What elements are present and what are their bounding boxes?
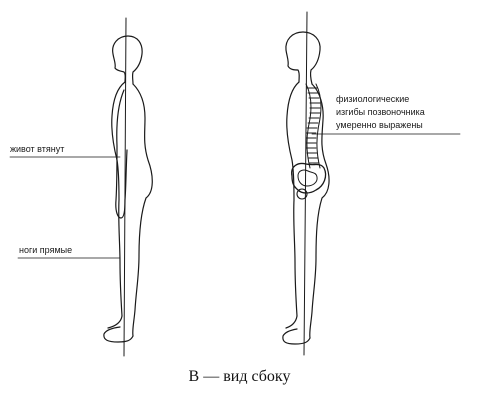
right-feet [282, 315, 311, 345]
label-spine-line-1: физиологические [336, 94, 410, 104]
pelvis-inner [297, 169, 318, 187]
figure-caption: В — вид сбоку [188, 368, 291, 385]
left-arm [115, 89, 128, 219]
spine-vertebrae [305, 87, 321, 164]
right-back-outline [309, 83, 330, 339]
label-legs-straight: ноги прямые [19, 245, 73, 255]
right-front-outline [286, 81, 300, 317]
left-back-outline [132, 83, 153, 337]
left-figure [9, 17, 153, 357]
hip-joint [296, 188, 308, 200]
spine-column-outline-inner [315, 83, 322, 169]
right-figure [282, 11, 461, 356]
label-spine-line-3: умеренно выражены [336, 120, 423, 130]
pelvis [291, 162, 327, 194]
right-plumb-line [303, 11, 308, 356]
spine-column-outline [305, 83, 312, 169]
left-head [112, 35, 143, 85]
right-head [285, 31, 321, 85]
label-spine-line-2: изгибы позвоночника [336, 107, 425, 117]
left-plumb-line [123, 17, 127, 357]
left-front-outline [111, 81, 126, 317]
label-belly-tucked: живот втянут [10, 144, 65, 154]
left-feet [103, 315, 134, 343]
